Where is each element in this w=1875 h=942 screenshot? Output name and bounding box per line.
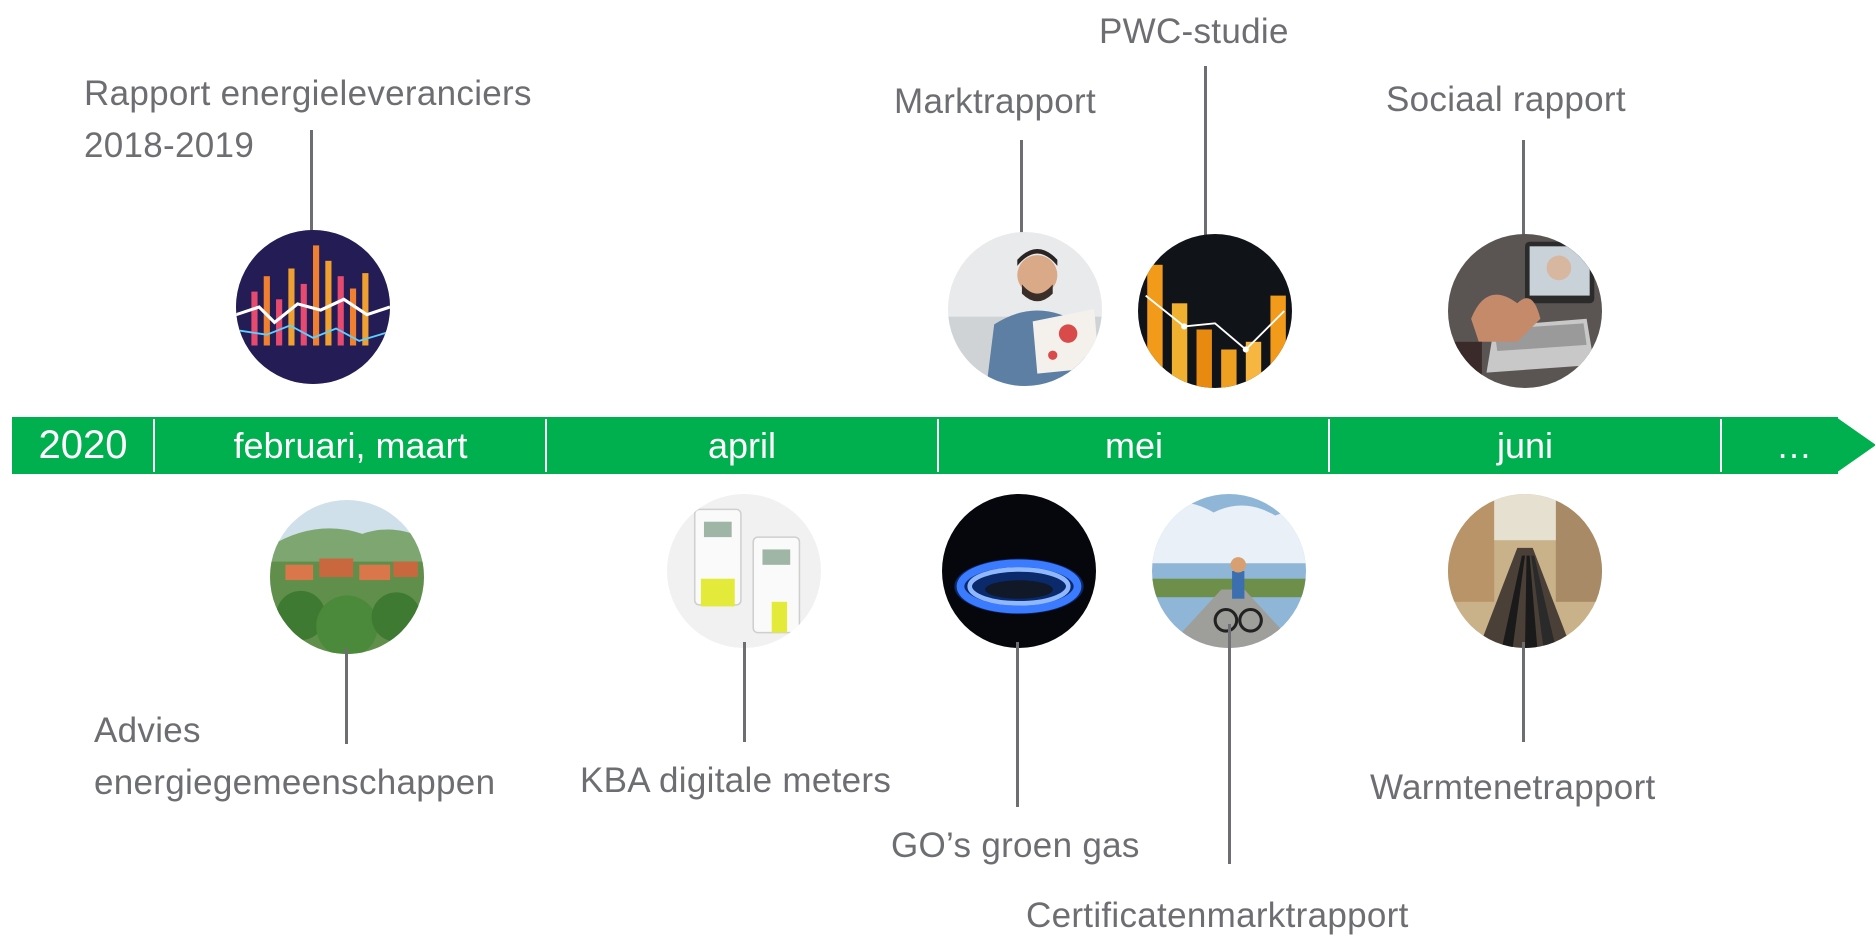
item-label-certificatenmarktrapport: Certificatenmarktrapport bbox=[1026, 896, 1409, 935]
heart-hands-laptop-photo-icon bbox=[1448, 234, 1602, 388]
timeline-separator bbox=[1328, 419, 1330, 472]
item-label-marktrapport: Marktrapport bbox=[894, 82, 1096, 121]
timeline-band bbox=[12, 417, 1838, 474]
item-label-warmtenetrapport: Warmtenetrapport bbox=[1370, 768, 1656, 807]
item-label-gos-groen-gas: GO’s groen gas bbox=[891, 826, 1140, 865]
village-photo-icon bbox=[270, 500, 424, 654]
heat-pipes-street-photo-icon bbox=[1448, 494, 1602, 648]
item-label-advies-energiegemeenschappen: Advies energiegemeenschappen bbox=[94, 711, 496, 802]
gas-flame-photo-icon bbox=[942, 494, 1096, 648]
item-label-pwc-studie: PWC-studie bbox=[1099, 12, 1289, 51]
connector-line bbox=[1522, 642, 1525, 742]
man-reading-report-photo-icon bbox=[948, 232, 1102, 386]
connector-line bbox=[1522, 140, 1525, 240]
connector-line bbox=[1016, 642, 1019, 807]
digital-meters-photo-icon bbox=[667, 494, 821, 648]
bar-chart-photo-icon bbox=[1138, 234, 1292, 388]
stock-chart-photo-icon bbox=[236, 230, 390, 384]
timeline-month-mei: mei bbox=[1104, 425, 1163, 466]
timeline-arrow-head bbox=[1836, 417, 1875, 473]
connector-line bbox=[1020, 140, 1023, 235]
connector-line bbox=[310, 130, 313, 238]
timeline-month-feb-mar: februari, maart bbox=[233, 425, 468, 466]
timeline-month-april: april bbox=[707, 425, 777, 466]
connector-line bbox=[1204, 66, 1207, 238]
connector-line bbox=[345, 648, 348, 744]
cyclist-photo-icon bbox=[1152, 494, 1306, 648]
timeline-separator bbox=[1720, 419, 1722, 472]
timeline-year: 2020 bbox=[38, 423, 128, 467]
timeline-separator bbox=[545, 419, 547, 472]
timeline-separator bbox=[153, 419, 155, 472]
connector-line bbox=[743, 642, 746, 742]
timeline-separator bbox=[937, 419, 939, 472]
timeline-month-more: … bbox=[1776, 425, 1812, 466]
connector-line bbox=[1228, 624, 1231, 864]
item-label-sociaal-rapport: Sociaal rapport bbox=[1386, 80, 1626, 119]
item-label-kba-digitale-meters: KBA digitale meters bbox=[580, 761, 892, 800]
item-label-rapport-energieleveranciers: Rapport energieleveranciers 2018-2019 bbox=[84, 74, 532, 165]
timeline-month-juni: juni bbox=[1496, 425, 1554, 466]
